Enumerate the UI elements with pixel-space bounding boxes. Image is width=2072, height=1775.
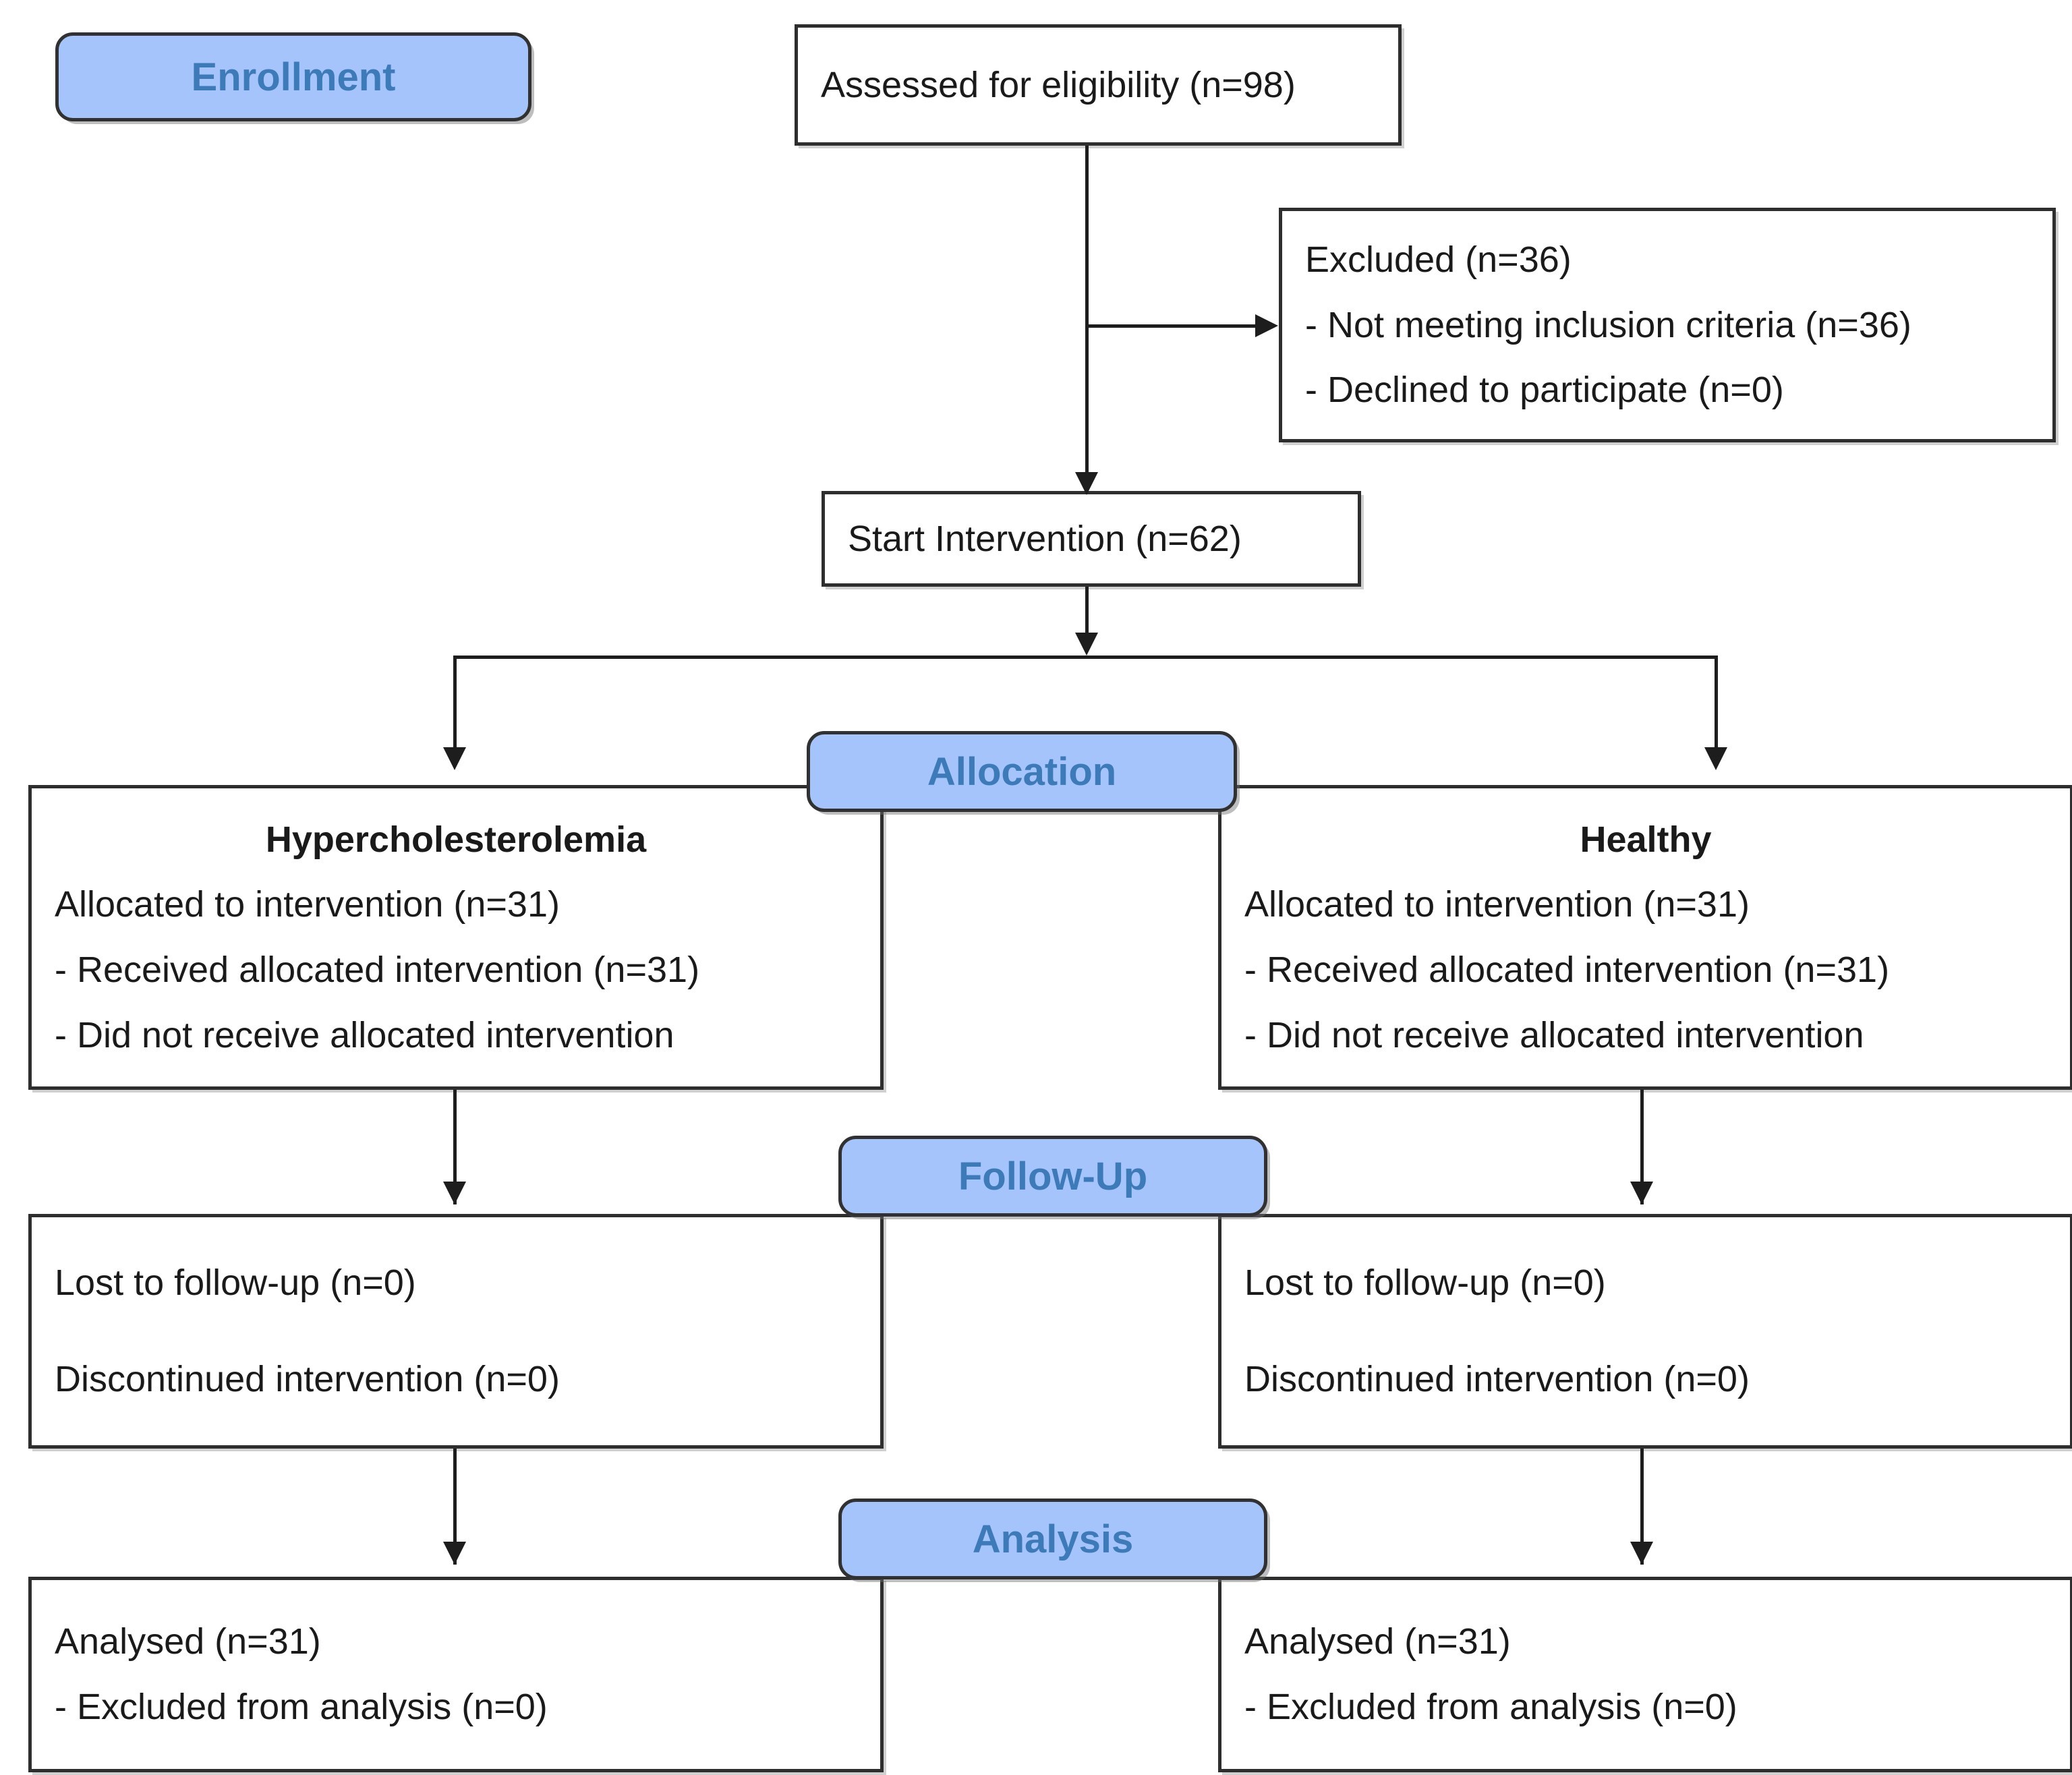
box-excluded: Excluded (n=36) - Not meeting inclusion … [1279,208,2056,442]
arrowhead-right-allocation [1704,747,1727,770]
followup-right-line: Lost to follow-up (n=0) [1244,1262,1606,1304]
allocation-right-line: - Received allocated intervention (n=31) [1244,950,1890,990]
excluded-heading: Excluded (n=36) [1305,239,1572,280]
connector-split-to-left-allocation [453,656,457,750]
box-allocation-left: Hypercholesterolemia Allocated to interv… [28,785,884,1090]
box-start-intervention: Start Intervention (n=62) [822,491,1361,587]
arrowhead-left-allocation [443,747,466,770]
connector-assessed-to-start [1085,146,1089,492]
followup-right-line: Discontinued intervention (n=0) [1244,1359,1750,1399]
analysis-left-line: Analysed (n=31) [55,1621,321,1662]
stage-badge-analysis-label: Analysis [972,1517,1134,1561]
box-assessed-for-eligibility: Assessed for eligibility (n=98) [795,24,1402,146]
allocation-right-group: Healthy [1580,819,1712,860]
assessed-line: Assessed for eligibility (n=98) [821,64,1296,105]
start-intervention-line: Start Intervention (n=62) [848,518,1242,559]
allocation-left-group: Hypercholesterolemia [265,819,647,860]
arrowhead-left-analysis [443,1542,466,1565]
connector-left-followup-to-analysis [453,1449,457,1565]
box-followup-right: Lost to follow-up (n=0) Discontinued int… [1218,1214,2072,1449]
arrowhead-to-start-intervention [1075,472,1098,495]
allocation-left-line: - Received allocated intervention (n=31) [55,950,700,990]
box-followup-left: Lost to follow-up (n=0) Discontinued int… [28,1214,884,1449]
analysis-right-line: - Excluded from analysis (n=0) [1244,1687,1737,1727]
stage-badge-enrollment: Enrollment [55,32,531,121]
arrowhead-at-split [1075,633,1098,656]
box-analysis-right: Analysed (n=31) - Excluded from analysis… [1218,1577,2072,1772]
followup-left-line: Discontinued intervention (n=0) [55,1359,560,1399]
arrowhead-left-followup [443,1182,466,1204]
allocation-left-line: Allocated to intervention (n=31) [55,884,560,925]
box-allocation-right: Healthy Allocated to intervention (n=31)… [1218,785,2072,1090]
arrowhead-right-analysis [1630,1542,1653,1565]
followup-left-line: Lost to follow-up (n=0) [55,1262,416,1304]
connector-start-to-split [1085,587,1089,634]
analysis-right-line: Analysed (n=31) [1244,1621,1511,1662]
stage-badge-analysis: Analysis [838,1498,1267,1579]
allocation-left-line: - Did not receive allocated intervention [55,1014,674,1055]
stage-badge-followup: Follow-Up [838,1136,1267,1217]
allocation-right-line: Allocated to intervention (n=31) [1244,884,1750,925]
connector-right-allocation-to-followup [1640,1090,1644,1204]
connector-left-allocation-to-followup [453,1090,457,1204]
connector-right-followup-to-analysis [1640,1449,1644,1565]
connector-split-to-right-allocation [1715,656,1718,750]
arrowhead-to-excluded [1255,314,1278,337]
allocation-right-line: - Did not receive allocated intervention [1244,1014,1864,1055]
arrowhead-right-followup [1630,1182,1653,1204]
excluded-reason: - Declined to participate (n=0) [1305,370,1784,411]
analysis-left-line: - Excluded from analysis (n=0) [55,1687,548,1727]
excluded-reason: - Not meeting inclusion criteria (n=36) [1305,304,1911,345]
stage-badge-followup-label: Follow-Up [958,1154,1148,1198]
stage-badge-allocation: Allocation [807,731,1237,812]
split-bar-allocation [453,656,1718,659]
box-analysis-left: Analysed (n=31) - Excluded from analysis… [28,1577,884,1772]
connector-to-excluded [1085,324,1262,328]
stage-badge-enrollment-label: Enrollment [191,55,396,99]
stage-badge-allocation-label: Allocation [927,749,1117,794]
